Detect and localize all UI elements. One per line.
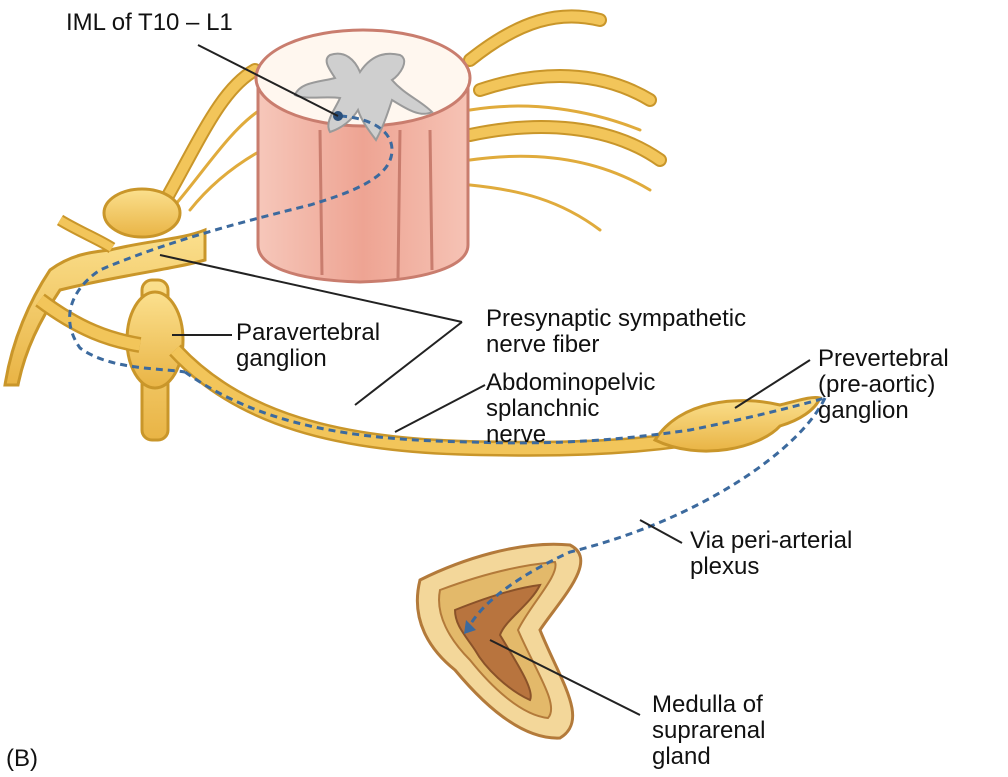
label-prevertebral-ganglion: Prevertebral (pre-aortic) ganglion (818, 346, 949, 424)
label-paravertebral-ganglion: Paravertebral ganglion (236, 320, 380, 372)
label-line: ganglion (236, 346, 380, 372)
label-line: gland (652, 744, 765, 770)
label-line: Presynaptic sympathetic (486, 306, 746, 332)
label-line: suprarenal (652, 718, 765, 744)
label-line: Medulla of (652, 692, 765, 718)
label-iml: IML of T10 – L1 (66, 10, 233, 36)
label-line: ganglion (818, 398, 949, 424)
label-line: (pre-aortic) (818, 372, 949, 398)
suprarenal-gland (417, 544, 580, 738)
label-iml-text: IML of T10 – L1 (66, 10, 233, 36)
sympathetic-trunk (40, 280, 183, 440)
label-suprarenal-medulla: Medulla of suprarenal gland (652, 692, 765, 770)
label-line: Paravertebral (236, 320, 380, 346)
label-line: splanchnic (486, 396, 655, 422)
label-line: nerve fiber (486, 332, 746, 358)
spinal-cord (256, 30, 470, 282)
figure-tag-text: (B) (6, 746, 38, 772)
label-presynaptic-fiber: Presynaptic sympathetic nerve fiber (486, 306, 746, 358)
label-line: nerve (486, 422, 655, 448)
label-periarterial-plexus: Via peri-arterial plexus (690, 528, 852, 580)
label-line: Abdominopelvic (486, 370, 655, 396)
label-line: Prevertebral (818, 346, 949, 372)
label-line: plexus (690, 554, 852, 580)
label-splanchnic-nerve: Abdominopelvic splanchnic nerve (486, 370, 655, 448)
label-line: Via peri-arterial (690, 528, 852, 554)
figure-tag: (B) (6, 746, 38, 772)
